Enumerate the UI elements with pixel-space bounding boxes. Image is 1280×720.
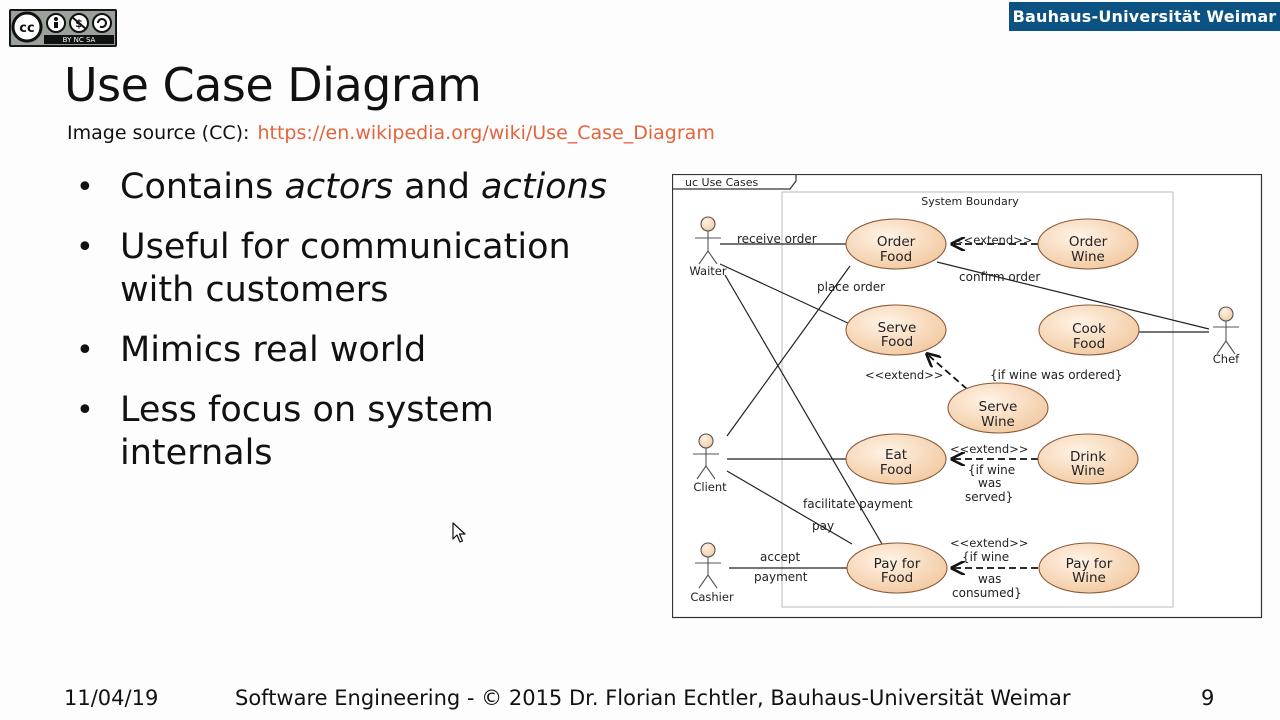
frame-tab [672,174,797,190]
actor-cashier [695,542,721,589]
usecase-label: Serve [979,399,1018,415]
usecase-drink-wine [1037,433,1139,485]
usecase-order-food [845,218,947,270]
association-lines [719,243,1210,569]
actor-label-cashier: Cashier [690,590,734,604]
usecase-pay-food [846,542,948,594]
label-place-order: place order [817,280,885,294]
usecase-label: Eat [885,447,907,463]
label-payment: payment [754,570,808,584]
extend-serve-wine [927,354,968,390]
label-extend-order-wine: <<extend>> [954,233,1032,247]
footer-page-number: 9 [1201,686,1215,710]
label-extend-serve-wine: <<extend>> [865,368,943,382]
usecase-label: Food [1073,336,1105,352]
footer-course: Software Engineering - © 2015 Dr. Floria… [235,686,1071,710]
cc-license-badge: cc $ BY NC SA [9,9,117,47]
usecase-label: Wine [1071,463,1105,479]
label-accept: accept [760,550,801,564]
footer-date: 11/04/19 [64,686,159,710]
usecase-label: Serve [878,320,917,336]
usecase-label: Food [881,334,913,350]
university-logo: Bauhaus-Universität Weimar [1009,2,1280,31]
usecase-label: Order [877,234,916,250]
system-boundary-label: System Boundary [921,195,1019,208]
frame-label: uc Use Cases [685,176,758,189]
bullet-item: Mimics real world [76,329,636,372]
bullet-item: Contains actors and actions [76,166,636,209]
usecase-label: Food [880,462,912,478]
bullet-text: internals [120,433,273,473]
usecase-label: Cook [1072,321,1106,337]
usecase-eat-food [845,433,947,485]
usecase-serve-food [845,304,947,356]
usecase-order-wine [1037,218,1139,270]
label-if-wine-ordered: {if wine was ordered} [990,368,1123,382]
university-logo-text: Bauhaus-Universität Weimar [1012,7,1277,26]
actor-label-chef: Chef [1213,352,1240,366]
usecase-pay-wine [1038,542,1140,594]
usecase-serve-wine [947,382,1049,434]
bullet-text: Less focus on system [120,390,494,430]
cc-icon [11,11,43,43]
mouse-cursor-icon [452,522,468,548]
bullet-text: Mimics real world [120,330,427,370]
bullet-text: Useful for communication [120,227,571,267]
bullet-emphasis: actors [284,167,393,207]
label-pay: pay [812,519,834,533]
label-facilitate-payment: facilitate payment [803,497,913,511]
image-source: Image source (CC): https://en.wikipedia.o… [67,122,715,144]
usecase-label: Pay for [874,556,921,572]
usecase-label: Pay for [1066,556,1113,572]
label-if-wine-consumed: {if wine [962,550,1009,564]
system-boundary [781,191,1174,608]
usecase-label: Wine [1071,249,1105,265]
cc-badge-text: BY NC SA [63,36,96,44]
actor-label-client: Client [693,480,727,494]
sa-icon [92,13,112,33]
label-extend-drink-wine: <<extend>> [950,442,1028,456]
usecase-label: Food [880,249,912,265]
use-case-diagram: uc Use Cases System Boundary [671,173,1263,619]
image-source-label: Image source (CC): [67,122,250,144]
label-if-wine-served: was [978,476,1001,490]
slide-title: Use Case Diagram [64,58,482,112]
label-confirm-order: confirm order [959,270,1040,284]
actor-label-waiter: Waiter [689,264,726,278]
usecase-label: Drink [1070,449,1106,465]
label-if-wine-consumed: was [978,572,1001,586]
label-extend-pay-wine: <<extend>> [950,536,1028,550]
usecase-label: Wine [981,414,1015,430]
actor-client [693,433,719,480]
label-receive-order: receive order [737,232,817,246]
label-if-wine-served: served} [965,490,1013,504]
actor-chef [1213,306,1239,355]
label-if-wine-consumed: consumed} [952,586,1022,600]
bullet-text: and [392,167,482,207]
usecase-cook-food [1038,304,1140,356]
usecase-label: Wine [1072,570,1106,586]
image-source-link[interactable]: https://en.wikipedia.org/wiki/Use_Case_D… [257,122,715,144]
bullet-list: Contains actors and actions Useful for c… [76,166,636,492]
usecase-label: Food [881,570,913,586]
bullet-emphasis: actions [481,167,608,207]
svg-text:cc: cc [19,21,34,36]
label-if-wine-served: {if wine [968,463,1015,477]
actor-waiter [695,216,721,265]
usecase-label: Order [1069,234,1108,250]
bullet-text: with customers [120,270,389,310]
bullet-text: Contains [120,167,285,207]
